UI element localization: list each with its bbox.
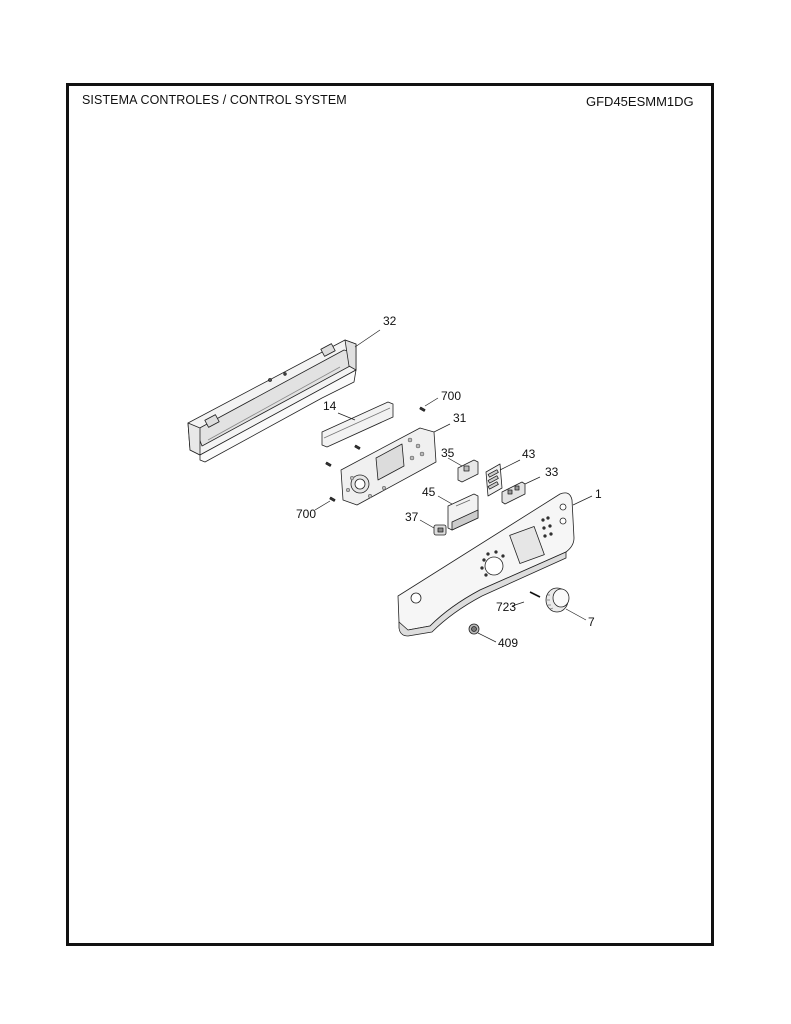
part-723-pin[interactable] (511, 591, 541, 607)
part-409-cap[interactable] (468, 623, 497, 643)
part-33-switch[interactable] (501, 476, 541, 505)
part-14-strip[interactable] (321, 401, 394, 448)
callout-723: 723 (496, 600, 517, 614)
screws-700[interactable] (325, 406, 426, 502)
callout-37: 37 (405, 510, 419, 524)
part-31-control-board[interactable] (340, 423, 451, 506)
callout-45: 45 (422, 485, 436, 499)
callout-14: 14 (323, 399, 337, 413)
part-7-knob[interactable] (545, 587, 587, 621)
part-35-switch[interactable] (447, 457, 479, 483)
part-32-bracket[interactable] (187, 329, 381, 463)
part-1-console[interactable] (397, 492, 593, 637)
callout-1: 1 (595, 487, 602, 501)
callout-700-upper: 700 (441, 389, 462, 403)
callout-7: 7 (588, 615, 595, 629)
callout-409: 409 (498, 636, 519, 650)
part-37-power-button[interactable] (419, 519, 447, 536)
drawing-frame (66, 83, 714, 946)
callout-31: 31 (453, 411, 467, 425)
part-45-display-lens[interactable] (437, 493, 479, 531)
callout-700-lower: 700 (296, 507, 317, 521)
page-title: SISTEMA CONTROLES / CONTROL SYSTEM (82, 93, 347, 107)
model-number: GFD45ESMM1DG (586, 94, 694, 109)
callout-35: 35 (441, 446, 455, 460)
callout-32: 32 (383, 314, 397, 328)
callout-43: 43 (522, 447, 536, 461)
callout-33: 33 (545, 465, 559, 479)
part-43-button-set[interactable] (485, 459, 521, 497)
